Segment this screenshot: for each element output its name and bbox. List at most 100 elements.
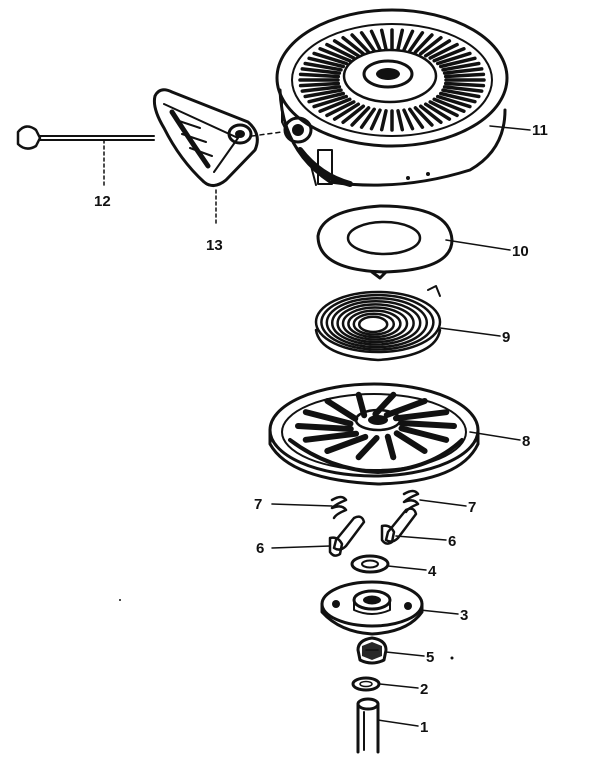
vent-slot bbox=[359, 31, 376, 53]
vent-slot bbox=[325, 42, 356, 60]
callout-7-left: 7 bbox=[254, 496, 262, 513]
pulley-fin bbox=[355, 435, 380, 461]
pulley-fin bbox=[398, 425, 450, 443]
vent-slot bbox=[441, 61, 481, 72]
vent-slot bbox=[303, 88, 343, 99]
vent-slot bbox=[402, 108, 415, 131]
vent-slot bbox=[369, 108, 382, 131]
dog-spring-left-part-7 bbox=[330, 495, 348, 520]
vent-slot bbox=[443, 72, 486, 79]
vent-slot bbox=[408, 107, 425, 129]
pulley-fin bbox=[393, 430, 428, 454]
callout-4: 4 bbox=[428, 563, 437, 580]
callout-13: 13 bbox=[206, 237, 223, 254]
vent-slot bbox=[298, 72, 341, 79]
vent-slot bbox=[300, 85, 342, 93]
vent-slot bbox=[300, 67, 342, 75]
vent-slot bbox=[438, 56, 477, 69]
vent-slot bbox=[423, 39, 452, 58]
vent-slot bbox=[442, 85, 484, 93]
callout-7-right: 7 bbox=[468, 499, 476, 516]
callout-6-right: 6 bbox=[448, 533, 456, 550]
callout-3: 3 bbox=[460, 607, 468, 624]
callout-11: 11 bbox=[532, 122, 548, 139]
speck bbox=[450, 656, 454, 660]
vent-slot bbox=[432, 97, 466, 113]
vent-slot bbox=[379, 28, 388, 51]
spring-coil bbox=[347, 309, 402, 339]
vent-slot bbox=[312, 51, 349, 66]
vent-slot bbox=[408, 31, 425, 53]
starter-handle-part-13 bbox=[152, 88, 259, 187]
spring-coil bbox=[352, 312, 396, 336]
vent-slot bbox=[369, 29, 382, 52]
vent-slot bbox=[413, 106, 434, 127]
vent-slot bbox=[396, 28, 405, 51]
vent-slot bbox=[332, 39, 361, 58]
leader-lines bbox=[103, 125, 531, 727]
callout-5: 5 bbox=[426, 649, 434, 666]
starter-dog-right-part-6 bbox=[380, 507, 418, 545]
vent-slot bbox=[298, 81, 341, 88]
vent-slot bbox=[423, 102, 452, 121]
retaining-ring-part-2 bbox=[351, 676, 381, 692]
starter-dog-left-part-6 bbox=[328, 515, 366, 557]
callout-8: 8 bbox=[522, 433, 530, 450]
vent-slot bbox=[418, 104, 443, 125]
spring-housing-edge bbox=[314, 328, 442, 362]
vent-slot bbox=[379, 109, 388, 132]
vent-slot bbox=[350, 33, 371, 54]
vent-slot bbox=[443, 81, 486, 88]
vent-slot bbox=[413, 33, 434, 54]
vent-slot bbox=[307, 91, 346, 104]
vent-slot bbox=[428, 42, 459, 60]
vent-slot bbox=[341, 35, 366, 56]
vent-slot bbox=[435, 51, 472, 66]
washer-part-4 bbox=[350, 554, 390, 574]
pulley-fin bbox=[392, 409, 450, 422]
dog-retainer-part-3 bbox=[320, 580, 424, 636]
vent-slot bbox=[441, 88, 481, 99]
pulley-fin bbox=[302, 409, 354, 427]
vent-slot bbox=[432, 47, 466, 63]
vent-slot bbox=[428, 100, 459, 118]
vent-slot bbox=[341, 104, 366, 125]
spring-cover-plate-part-10 bbox=[316, 204, 454, 280]
spring-coil bbox=[330, 300, 422, 346]
vent-slot bbox=[307, 56, 346, 69]
pulley-fin bbox=[398, 420, 457, 429]
vent-slot bbox=[318, 47, 352, 63]
callout-9: 9 bbox=[502, 329, 510, 346]
vent-slot bbox=[332, 102, 361, 121]
pulley-fin bbox=[324, 398, 359, 422]
vent-slot bbox=[359, 107, 376, 129]
vent-slot bbox=[325, 100, 356, 118]
callout-12: 12 bbox=[94, 193, 111, 210]
vent-slot bbox=[312, 94, 349, 109]
pulley-fin bbox=[295, 423, 354, 432]
starter-rope-part-12 bbox=[16, 125, 283, 150]
vent-slot bbox=[442, 67, 484, 75]
vent-slot bbox=[438, 91, 477, 104]
pulley-fin bbox=[384, 433, 397, 461]
spring-coil bbox=[357, 315, 389, 334]
center-nut-part-5 bbox=[356, 636, 388, 665]
vent-slot bbox=[303, 61, 343, 72]
spring-coil bbox=[314, 290, 442, 354]
vent-slot bbox=[350, 106, 371, 127]
center-bolt-part-1 bbox=[356, 697, 380, 754]
spring-coil bbox=[341, 306, 409, 341]
rope-pulley-part-8 bbox=[268, 382, 480, 486]
pulley-fin bbox=[302, 430, 360, 443]
callout-2: 2 bbox=[420, 681, 428, 698]
pulley-fin bbox=[324, 433, 369, 454]
recoil-spring-part-9 bbox=[314, 285, 442, 362]
vent-slot bbox=[435, 94, 472, 109]
speck bbox=[119, 599, 121, 601]
vent-slot bbox=[402, 29, 415, 52]
spring-coil bbox=[320, 293, 435, 351]
spring-coil bbox=[336, 303, 415, 344]
callout-10: 10 bbox=[512, 243, 529, 260]
vent-slot bbox=[318, 97, 352, 113]
